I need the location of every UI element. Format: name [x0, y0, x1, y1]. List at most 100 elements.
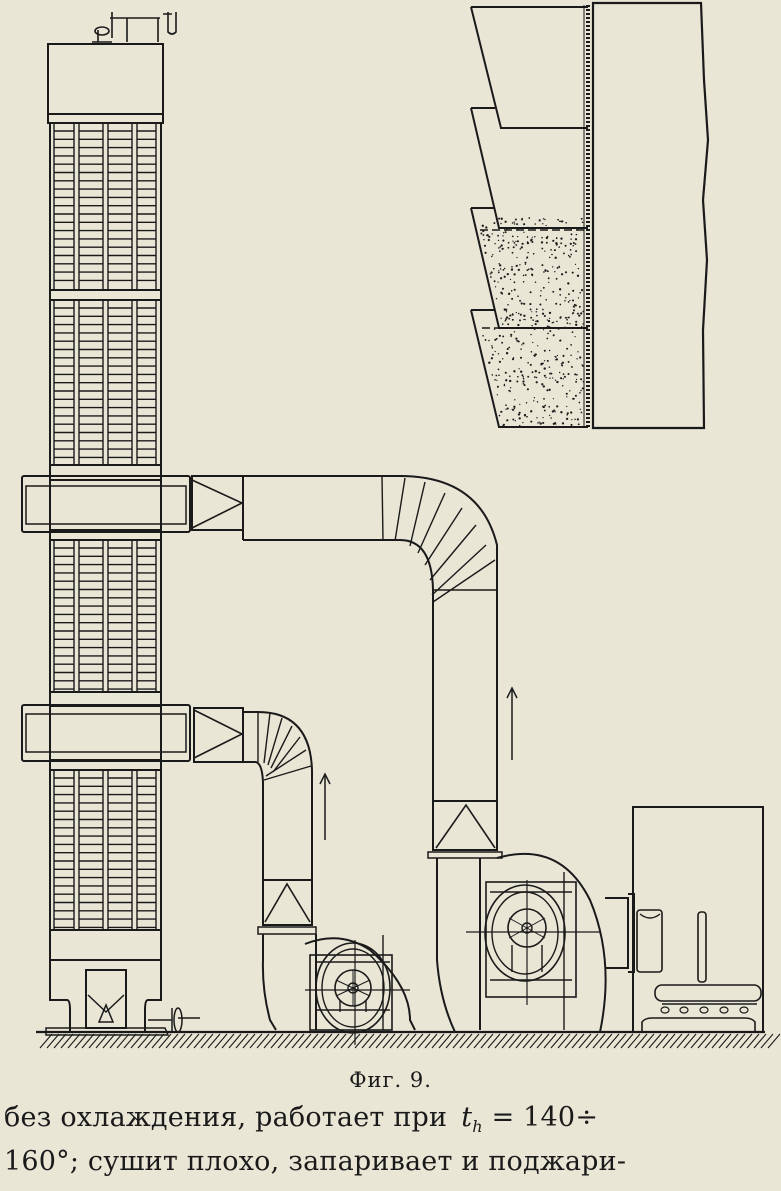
stipple-dot: [511, 318, 514, 321]
stipple-dot: [566, 318, 568, 321]
stipple-dot: [540, 241, 544, 244]
stipple-dot: [546, 389, 549, 392]
stipple-dot: [551, 253, 553, 256]
stipple-dot: [504, 220, 507, 223]
stipple-dot: [505, 408, 507, 410]
stipple-dot: [523, 318, 525, 321]
stipple-dot: [535, 381, 538, 384]
hatch-stroke: [634, 1033, 648, 1049]
stipple-dot: [534, 236, 536, 238]
stipple-dot: [502, 239, 505, 242]
stipple-dot: [530, 420, 533, 423]
stipple-dot: [525, 402, 528, 404]
hatch-stroke: [354, 1033, 368, 1049]
stipple-dot: [559, 339, 562, 342]
stipple-dot: [531, 311, 533, 313]
stipple-dot: [572, 245, 575, 247]
hatch-stroke: [291, 1033, 305, 1049]
range-sign: ÷: [575, 1102, 599, 1133]
stipple-dot: [566, 347, 569, 350]
hatch-stroke: [214, 1033, 228, 1049]
stipple-dot: [515, 244, 518, 246]
stipple-dot: [556, 380, 559, 384]
stipple-dot: [558, 265, 560, 268]
stipple-dot: [529, 308, 532, 311]
hatch-stroke: [347, 1033, 361, 1049]
hatch-stroke: [501, 1033, 515, 1049]
stipple-dot: [553, 409, 556, 412]
hatch-stroke: [452, 1033, 466, 1049]
stipple-dot: [494, 350, 496, 353]
hatch-stroke: [375, 1033, 389, 1049]
stipple-dot: [498, 263, 500, 265]
stipple-dot: [530, 238, 533, 241]
hatch-stroke: [74, 1033, 88, 1049]
stipple-dot: [509, 387, 512, 389]
stipple-dot: [549, 326, 551, 328]
stipple-dot: [543, 397, 545, 400]
figure-9-drawing: [21, 1, 781, 1049]
stipple-dot: [534, 353, 537, 356]
stipple-dot: [511, 265, 513, 268]
stipple-dot: [570, 354, 572, 357]
hatch-stroke: [396, 1033, 410, 1049]
stipple-dot: [500, 222, 502, 225]
stipple-dot: [552, 377, 554, 379]
stipple-dot: [513, 405, 516, 408]
stipple-dot: [544, 218, 546, 221]
stipple-dot: [570, 238, 572, 240]
stipple-dot: [538, 421, 540, 423]
stipple-dot: [501, 287, 505, 290]
centrifugal-fan-left: [261, 934, 416, 1045]
stipple-dot: [537, 345, 539, 347]
stipple-dot: [501, 341, 504, 344]
stipple-dot: [484, 338, 487, 341]
stipple-dot: [559, 294, 562, 296]
stipple-dot: [503, 308, 506, 311]
stipple-dot: [566, 396, 568, 398]
stipple-dot: [526, 388, 529, 391]
stipple-dot: [515, 240, 517, 243]
stipple-dot: [574, 304, 577, 307]
stipple-dot: [580, 289, 584, 292]
hatch-stroke: [494, 1033, 508, 1049]
stipple-dot: [562, 354, 565, 357]
stipple-dot: [536, 320, 539, 323]
stipple-dot: [482, 230, 485, 233]
hatch-stroke: [438, 1033, 452, 1049]
stipple-dot: [542, 218, 545, 220]
stipple-dot: [566, 412, 569, 415]
hatch-stroke: [599, 1033, 613, 1049]
hatch-stroke: [585, 1033, 599, 1049]
stipple-dot: [548, 366, 551, 368]
hatch-stroke: [767, 1033, 781, 1049]
stipple-dot: [568, 255, 571, 258]
stipple-dot: [513, 273, 516, 276]
stipple-dot: [531, 268, 534, 271]
stipple-dot: [518, 368, 520, 370]
stipple-dot: [490, 276, 492, 278]
stipple-dot: [571, 331, 574, 333]
stipple-dot: [561, 220, 564, 223]
stipple-dot: [567, 301, 570, 303]
stipple-dot: [574, 394, 577, 397]
motor-housing: [632, 806, 764, 1033]
hatch-stroke: [67, 1033, 81, 1049]
stipple-dot: [523, 223, 526, 226]
stipple-dot: [570, 344, 572, 346]
stipple-dot: [582, 310, 584, 313]
stipple-dot: [541, 383, 544, 386]
stipple-dot: [536, 401, 539, 403]
drying-tower: [47, 12, 177, 961]
stipple-dot: [582, 323, 584, 325]
stipple-dot: [523, 231, 525, 233]
hatch-stroke: [550, 1033, 564, 1049]
stipple-dot: [509, 379, 512, 383]
stipple-dot: [504, 267, 506, 270]
stipple-dot: [561, 385, 564, 387]
stipple-dot: [577, 423, 580, 426]
stipple-dot: [508, 317, 511, 320]
stipple-dot: [505, 404, 507, 407]
stipple-dot: [548, 317, 551, 320]
